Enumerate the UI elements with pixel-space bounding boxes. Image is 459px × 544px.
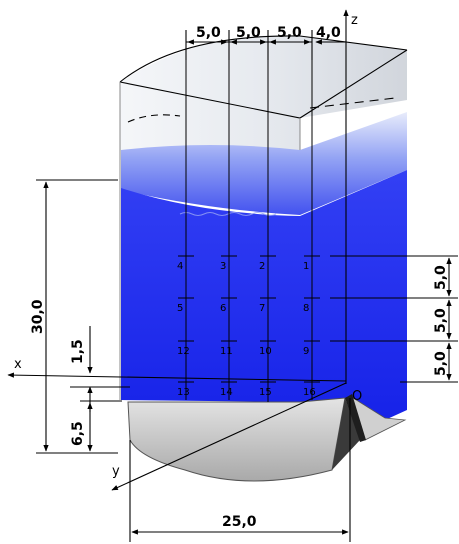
axis-y-label: y [112,464,120,479]
offset-small-label: 1,5 [70,339,86,364]
probe-point: 4 [177,255,194,272]
probe-label: 2 [259,261,265,272]
probe-point: 9 [303,340,320,357]
probe-point: 15 [259,381,276,398]
axis-z-label: z [351,13,358,28]
probe-column-lines [185,60,313,402]
axis-x-label: x [14,357,22,372]
probe-point: 8 [303,297,320,314]
probe-label: 12 [177,346,190,357]
probe-label: 1 [303,261,309,272]
origin-label: O [352,389,362,404]
probe-point: 1 [303,255,320,272]
dimension-top: 5,0 5,0 5,0 4,0 [185,25,346,60]
probe-point: 10 [259,340,276,357]
top-spacing-4: 4,0 [316,25,341,41]
axis-y: y [111,382,347,491]
probe-label: 13 [177,387,190,398]
probe-point: 14 [220,381,237,398]
probe-point: 7 [259,297,276,314]
probe-point: 16 [303,381,320,398]
right-spacing-3: 5,0 [433,351,449,376]
probe-label: 4 [177,261,183,272]
probe-label: 5 [177,303,183,314]
probe-label: 11 [220,346,233,357]
dimension-height-total: 30,0 [30,179,118,454]
axis-x: x [7,357,347,382]
dimension-width: 25,0 [129,398,351,542]
top-spacing-3: 5,0 [277,25,302,41]
tank-base [127,394,407,482]
probe-point: 13 [177,381,194,398]
bottom-rise-label: 6,5 [70,421,86,446]
probe-point: 5 [177,297,194,314]
probe-label: 10 [259,346,272,357]
top-spacing-1: 5,0 [196,25,221,41]
probe-label: 7 [259,303,265,314]
dimension-right: 5,0 5,0 5,0 [330,255,458,383]
probe-label: 9 [303,346,309,357]
probe-label: 15 [259,387,272,398]
probe-label: 14 [220,387,233,398]
right-spacing-2: 5,0 [433,308,449,333]
dimension-offset-small: 1,5 [70,326,130,412]
probe-point: 11 [220,340,237,357]
probe-label: 6 [220,303,226,314]
probe-label: 16 [303,387,316,398]
probe-label: 3 [220,261,226,272]
right-spacing-1: 5,0 [433,265,449,290]
height-total-label: 30,0 [30,299,46,334]
dimension-bottom-rise: 6,5 [70,400,122,452]
width-label: 25,0 [222,514,257,530]
probe-label: 8 [303,303,309,314]
probe-point: 6 [220,297,237,314]
top-spacing-2: 5,0 [236,25,261,41]
probe-point: 3 [220,255,237,272]
probe-point: 12 [177,340,194,357]
probe-point: 2 [259,255,276,272]
axis-z: z [343,9,358,384]
